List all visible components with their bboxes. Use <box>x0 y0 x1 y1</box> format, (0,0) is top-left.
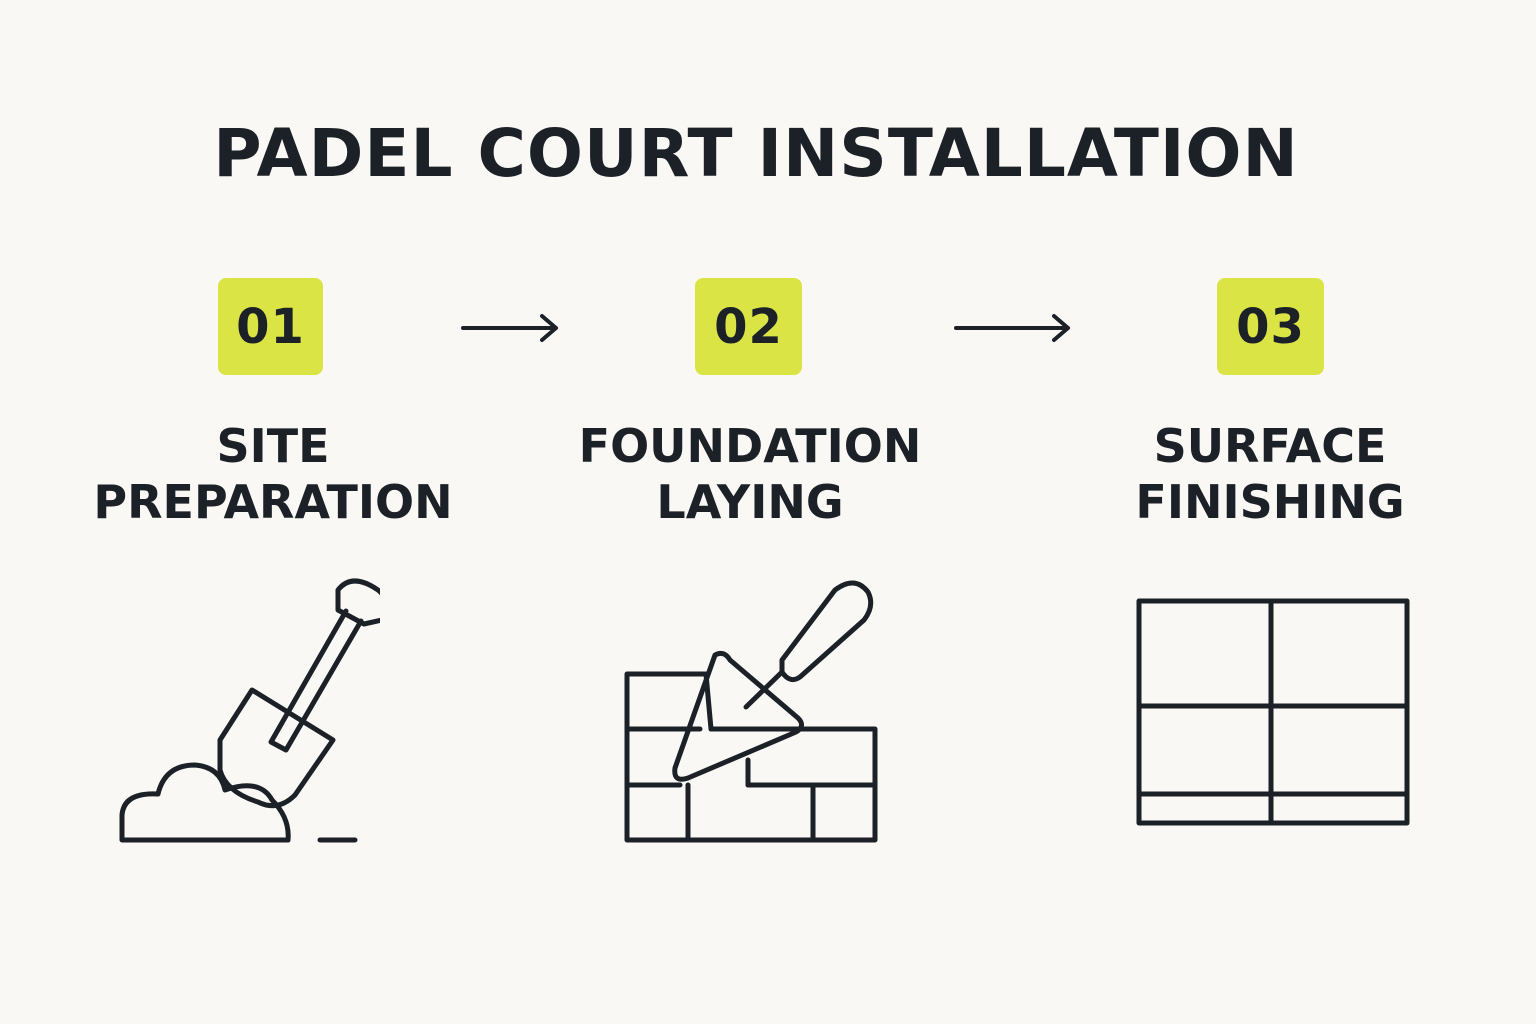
diagram-title: PADEL COURT INSTALLATION <box>213 115 1299 192</box>
step-3-badge: 03 <box>1217 278 1324 375</box>
arrow-right-icon <box>461 314 558 342</box>
step-3-number: 03 <box>1236 298 1305 355</box>
step-2-label: FOUNDATION LAYING <box>560 418 940 530</box>
step-3-label: SURFACE FINISHING <box>1080 418 1460 530</box>
trowel-bricks-icon <box>624 580 878 843</box>
step-2-number: 02 <box>714 298 783 355</box>
court-grid-icon <box>1136 598 1410 826</box>
step-1-label-line2: PREPARATION <box>93 475 453 529</box>
step-1-label: SITE PREPARATION <box>83 418 463 530</box>
step-2-label-line1: FOUNDATION <box>578 419 922 473</box>
step-1-badge: 01 <box>218 278 323 375</box>
step-2-label-line2: LAYING <box>656 475 844 529</box>
step-1-number: 01 <box>236 298 305 355</box>
shovel-icon <box>119 578 380 843</box>
step-1-label-line1: SITE <box>216 419 330 473</box>
step-2-badge: 02 <box>695 278 802 375</box>
arrow-right-icon <box>954 314 1070 342</box>
step-3-label-line2: FINISHING <box>1135 475 1405 529</box>
step-3-label-line1: SURFACE <box>1153 419 1387 473</box>
